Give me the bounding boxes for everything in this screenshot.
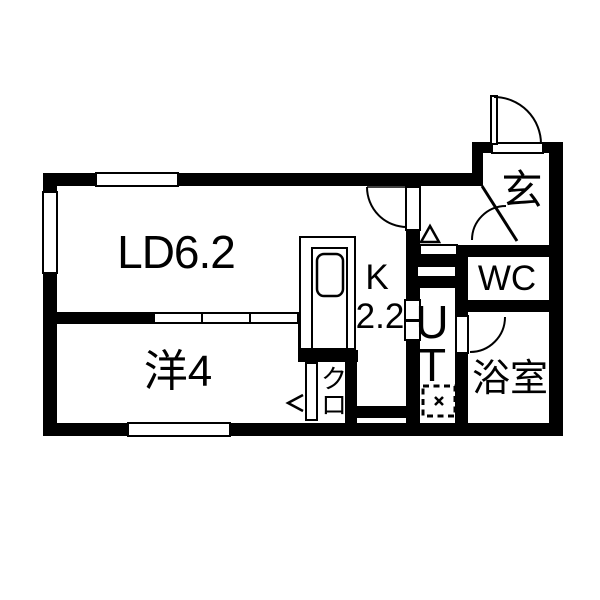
- label-kitchen-line1: K: [365, 258, 388, 297]
- label-closet-line1: ク: [321, 364, 347, 394]
- wall-right-exterior: [549, 142, 563, 436]
- label-kitchen-line2: 2.2: [356, 297, 405, 336]
- fixtures: [285, 223, 457, 418]
- room-labels: LD6.2 洋4 K 2.2 U T WC 玄 浴室 ク ロ: [117, 167, 548, 420]
- closet-folding-door-chevron-icon: [285, 393, 304, 413]
- kitchen-utility-door-panel-2: [404, 320, 421, 341]
- bath-door-leaf: [455, 315, 469, 354]
- sliding-door-panel-1: [153, 312, 203, 324]
- wall-hall-utility-2: [417, 277, 468, 288]
- hall-utility-door-panel-2: [416, 265, 457, 278]
- wall-closet-north: [298, 350, 358, 362]
- wall-center-upper: [406, 230, 420, 300]
- wall-bottom-exterior: [43, 423, 563, 436]
- wall-kitchen-bottom-stub: [357, 406, 406, 418]
- window-top: [95, 172, 179, 187]
- label-bathroom: 浴室: [472, 358, 548, 400]
- entry-door-arc: [493, 96, 542, 145]
- label-utility-line2: T: [418, 339, 446, 391]
- label-utility-line1: U: [415, 296, 448, 348]
- wall-hall-utility-1: [418, 255, 468, 266]
- wall-center-lower: [406, 340, 420, 423]
- label-toilet: WC: [478, 259, 536, 298]
- ld-hall-door-arc: [366, 186, 408, 228]
- entrance-hall-door-arc: [471, 205, 507, 241]
- entry-door-opening: [491, 142, 544, 154]
- ld-hall-door-leaf: [405, 186, 421, 231]
- label-western-room: 洋4: [144, 347, 212, 396]
- bath-door-arc: [469, 316, 506, 353]
- kitchen-sink: [315, 252, 345, 298]
- wall-entrance-west-column: [472, 142, 483, 186]
- wall-ld-bedroom-partition: [57, 312, 154, 324]
- windows-and-openings: [42, 95, 544, 437]
- wall-wc-south: [455, 300, 549, 312]
- hall-utility-door-panel-1: [419, 244, 458, 256]
- entry-door-leaf: [490, 95, 498, 145]
- washing-machine-cross-icon: [434, 396, 444, 406]
- closet-door-leaf: [305, 362, 318, 421]
- sliding-door-panel-3: [249, 312, 299, 324]
- window-left: [42, 191, 58, 274]
- wall-closet-east: [345, 350, 357, 423]
- wall-wc-north: [455, 245, 549, 257]
- label-closet-line2: ロ: [321, 390, 347, 420]
- door-arcs: [366, 96, 542, 353]
- entrance-step-diagonal: [480, 185, 519, 242]
- label-living-dining: LD6.2: [117, 226, 235, 278]
- entry-step-triangle-icon: [418, 223, 442, 244]
- label-entrance: 玄: [502, 167, 543, 213]
- window-bottom: [127, 422, 231, 437]
- sliding-door-panel-2: [201, 312, 251, 324]
